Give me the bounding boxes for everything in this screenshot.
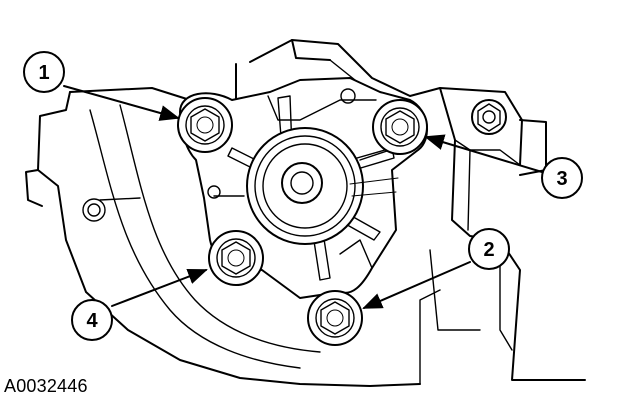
callout-number-2: 2 [483, 239, 494, 261]
bolt-3 [372, 99, 428, 155]
figure-id-label: A0032446 [4, 376, 88, 396]
callout-number-1: 1 [38, 62, 49, 84]
callout-4: 4 [71, 268, 208, 341]
callout-3: 3 [424, 134, 583, 199]
callout-1: 1 [23, 51, 180, 121]
callout-2: 2 [362, 228, 510, 309]
engine-block-outline [25, 39, 586, 387]
bolt-2 [307, 290, 363, 346]
pump-hub [227, 95, 399, 281]
callout-number-4: 4 [86, 310, 98, 332]
callout-number-3: 3 [556, 168, 567, 190]
bolt-1 [177, 97, 233, 153]
bolt-4 [208, 230, 264, 286]
